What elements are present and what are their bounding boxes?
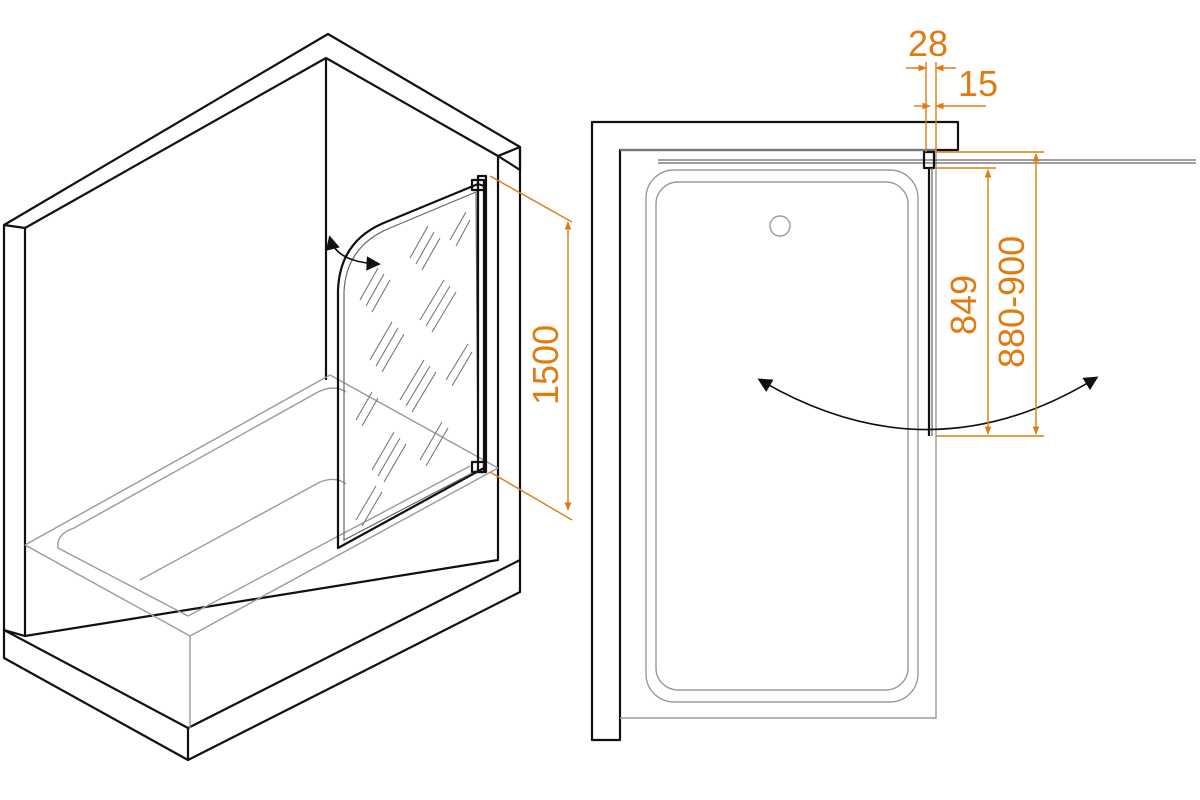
swing-arrow-plan bbox=[757, 376, 1099, 431]
drain bbox=[769, 215, 791, 237]
bathtub-basin bbox=[645, 169, 919, 703]
glass-texture bbox=[355, 211, 473, 527]
bathtub-basin-inner bbox=[655, 181, 909, 691]
profile-width-dimension: 28 bbox=[906, 23, 956, 152]
bathtub-outer bbox=[620, 149, 937, 719]
profile-offset-dimension: 15 bbox=[914, 63, 998, 110]
height-dimension-label: 1500 bbox=[525, 325, 566, 405]
panel-width-dimension: 849 bbox=[936, 167, 996, 437]
wall-outline bbox=[590, 120, 960, 742]
total-width-dimension: 880-900 bbox=[936, 151, 1044, 437]
profile-offset-label: 15 bbox=[958, 63, 998, 104]
panel-width-label: 849 bbox=[943, 275, 984, 335]
profile-width-label: 28 bbox=[908, 23, 948, 64]
plan-view: 28 15 849 880-900 bbox=[590, 23, 1196, 742]
back-wall bbox=[2, 32, 522, 638]
swing-arrow-iso bbox=[325, 235, 381, 271]
total-width-label: 880-900 bbox=[991, 236, 1032, 368]
isometric-view: 1500 bbox=[2, 32, 573, 762]
glass-panel bbox=[336, 174, 488, 550]
bathtub bbox=[24, 374, 499, 728]
floor-base bbox=[2, 559, 522, 762]
height-dimension: 1500 bbox=[489, 175, 573, 521]
